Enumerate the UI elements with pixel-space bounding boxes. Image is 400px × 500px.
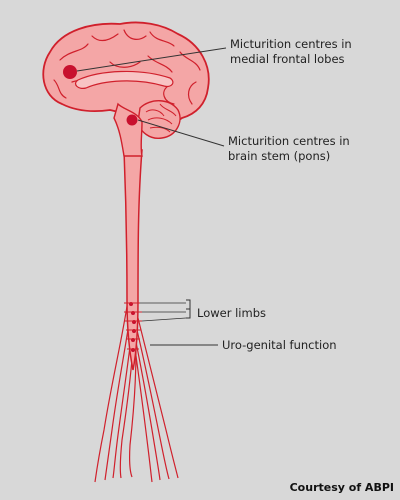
label-pons-line1: Micturition centres in: [228, 134, 350, 148]
nerve-root-lines: [124, 302, 142, 350]
label-uro-genital-function: Uro-genital function: [222, 338, 337, 352]
label-frontal-line1: Micturition centres in: [230, 37, 352, 51]
label-frontal-lobes: Micturition centres in medial frontal lo…: [230, 37, 352, 67]
leader-lines: [76, 47, 227, 346]
image-credit: Courtesy of ABPI: [289, 481, 394, 494]
cerebellum-folds: [145, 103, 177, 133]
label-frontal-line2: medial frontal lobes: [230, 52, 345, 66]
frontal-centre-dot: [63, 65, 77, 79]
corpus-callosum: [74, 70, 174, 89]
label-pons-line2: brain stem (pons): [228, 149, 331, 163]
spinal-cord: [123, 149, 143, 371]
label-brain-stem-pons: Micturition centres in brain stem (pons): [228, 134, 350, 164]
brain-folds: [53, 29, 201, 105]
limb-root-leaders: [140, 302, 187, 322]
pons-centre-dot: [126, 114, 138, 126]
cerebellum: [137, 100, 181, 139]
label-lower-limbs: Lower limbs: [197, 306, 266, 320]
